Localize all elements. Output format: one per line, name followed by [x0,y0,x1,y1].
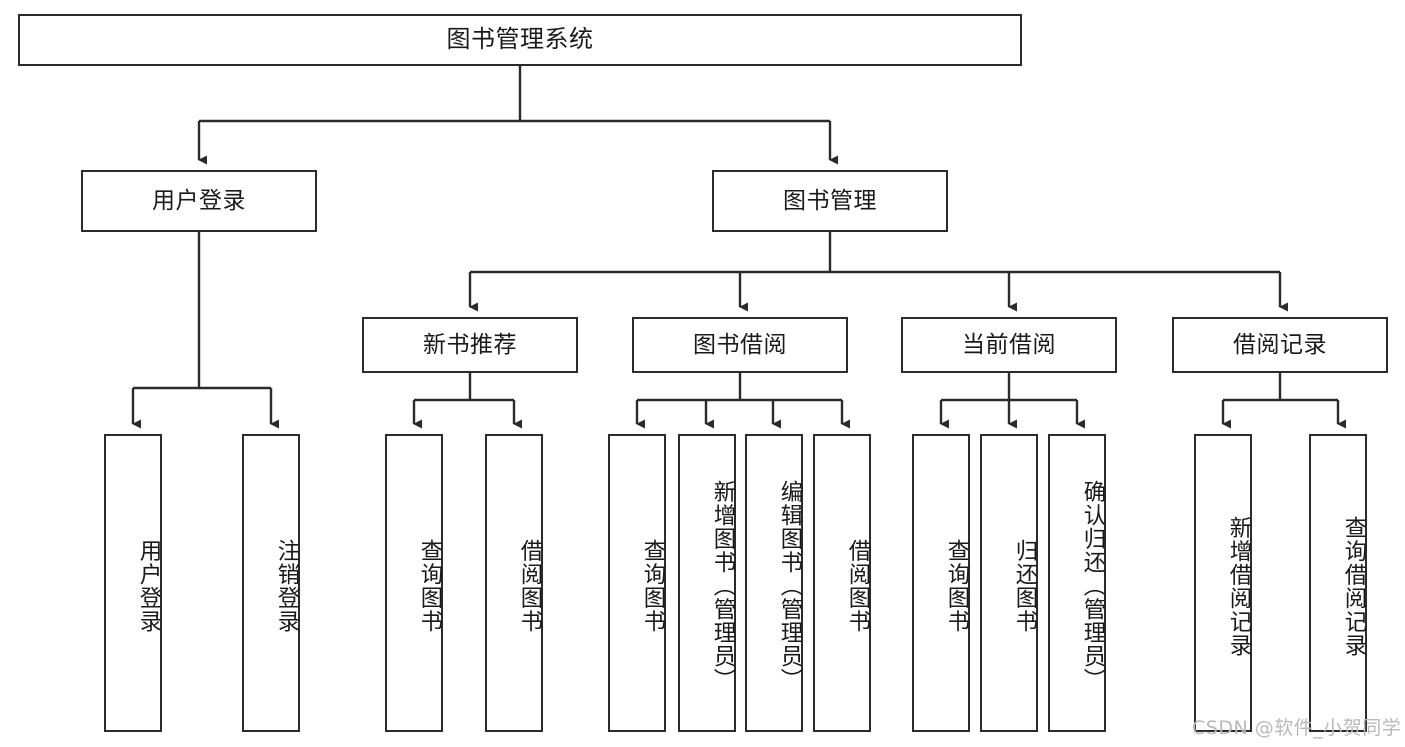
node-current-borrow[interactable]: 当前借阅 [901,317,1117,373]
node-leaf-edit-book[interactable]: 编辑图书（管理员） [745,434,803,732]
node-leaf-user-login[interactable]: 用户登录 [104,434,162,732]
node-root-book-management-system[interactable]: 图书管理系统 [18,14,1022,66]
node-label: 查询图书 [944,539,970,633]
node-label: 用户登录 [136,539,162,633]
node-label: 编辑图书（管理员） [777,480,803,692]
node-leaf-borrow-book-1[interactable]: 借阅图书 [485,434,543,732]
node-label: 图书管理系统 [446,25,594,54]
node-label: 确认归还（管理员） [1080,480,1106,692]
node-leaf-query-book-1[interactable]: 查询图书 [385,434,443,732]
node-leaf-query-record[interactable]: 查询借阅记录 [1309,434,1367,732]
node-label: 新增图书（管理员） [710,480,736,692]
node-new-book-recommend[interactable]: 新书推荐 [362,317,578,373]
node-label: 查询图书 [417,539,443,633]
node-label: 图书借阅 [693,331,787,358]
node-book-management[interactable]: 图书管理 [712,170,948,232]
node-label: 归还图书 [1012,539,1038,633]
node-label: 当前借阅 [962,331,1056,358]
node-book-borrow[interactable]: 图书借阅 [632,317,848,373]
csdn-watermark: CSDN @软件_小贺同学 [1192,713,1401,740]
watermark-text: CSDN @软件_小贺同学 [1192,717,1402,739]
node-leaf-query-book-3[interactable]: 查询图书 [912,434,970,732]
node-leaf-add-record[interactable]: 新增借阅记录 [1194,434,1252,732]
node-borrow-record[interactable]: 借阅记录 [1172,317,1388,373]
node-user-login[interactable]: 用户登录 [81,170,317,232]
node-label: 借阅图书 [517,539,543,633]
node-leaf-confirm-return[interactable]: 确认归还（管理员） [1048,434,1106,732]
node-leaf-add-book[interactable]: 新增图书（管理员） [678,434,736,732]
node-label: 新增借阅记录 [1226,515,1252,657]
node-leaf-return-book[interactable]: 归还图书 [980,434,1038,732]
node-label: 查询借阅记录 [1341,515,1367,657]
node-label: 用户登录 [152,187,246,214]
node-label: 查询图书 [640,539,666,633]
node-leaf-query-book-2[interactable]: 查询图书 [608,434,666,732]
node-label: 图书管理 [783,187,877,214]
node-label: 借阅图书 [845,539,871,633]
node-leaf-user-logout[interactable]: 注销登录 [242,434,300,732]
node-leaf-borrow-book-2[interactable]: 借阅图书 [813,434,871,732]
node-label: 借阅记录 [1233,331,1327,358]
node-label: 注销登录 [274,539,300,633]
node-label: 新书推荐 [423,331,517,358]
